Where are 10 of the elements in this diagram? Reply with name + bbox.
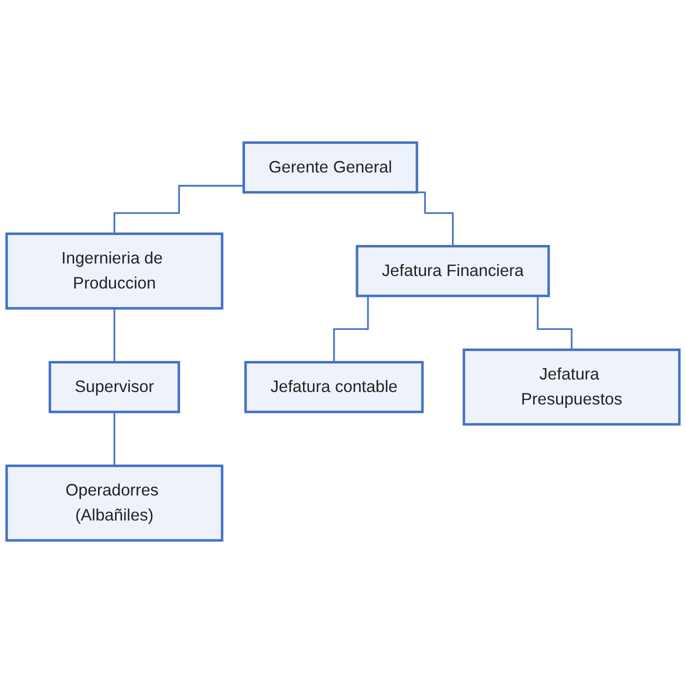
node-box: Jefatura Presupuestos [462,348,681,426]
connector [114,308,116,364]
connector [114,411,116,467]
node-box: Gerente General [242,141,418,194]
node-box: Jefatura contable [244,360,424,414]
node-box: Operadorres (Albañiles) [5,464,224,542]
node-box: Jefatura Financiera [356,244,550,298]
connector [114,184,244,235]
node-box: Supervisor [48,360,180,414]
node-box: Ingernieria de Produccion [5,232,224,310]
